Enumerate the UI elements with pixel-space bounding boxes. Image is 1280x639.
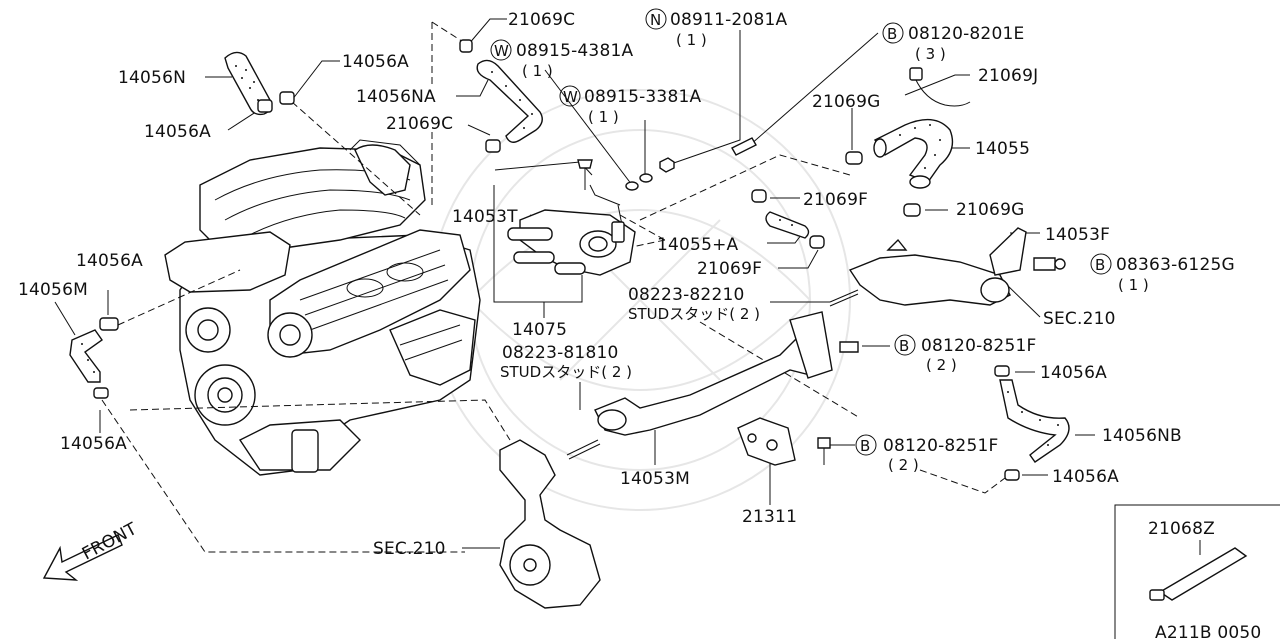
part-qty: ( 1 ) — [1118, 276, 1149, 294]
part-label: STUDスタッド( 2 ) — [500, 363, 632, 381]
part-label: 21069C — [386, 114, 453, 134]
part-label: 08120-8251F — [921, 336, 1036, 356]
part-label: 14056A — [1040, 363, 1107, 383]
part-label: 08120-8251F — [883, 436, 998, 456]
part-label: 14075 — [512, 320, 567, 340]
part-label: 21069F — [803, 190, 868, 210]
circled-prefixes: N W W B B B B — [490, 8, 1112, 456]
part-label: 14056A — [1052, 467, 1119, 487]
hoses-and-clamps — [69, 39, 1070, 609]
part-label: 21069C — [508, 10, 575, 30]
front-label: FRONT — [79, 519, 141, 565]
part-label: 14055 — [975, 139, 1030, 159]
part-label: STUDスタッド( 2 ) — [628, 305, 760, 323]
part-label: 14056NA — [356, 87, 436, 107]
part-label: 14056A — [342, 52, 409, 72]
engine-assembly — [164, 139, 481, 476]
part-label: 14056N — [118, 68, 186, 88]
part-label: 08223-82210 — [628, 285, 745, 305]
part-label: 21311 — [742, 507, 797, 527]
part-label: 08915-3381A — [584, 87, 701, 107]
circled-B-icon: B — [887, 25, 897, 43]
part-label: 21069G — [812, 92, 880, 112]
circled-B-icon: B — [1095, 256, 1105, 274]
part-qty: ( 1 ) — [522, 62, 553, 80]
part-label: SEC.210 — [1043, 309, 1116, 329]
part-qty: ( 1 ) — [588, 108, 619, 126]
part-label: 14053T — [452, 207, 518, 227]
part-label: 21069J — [978, 66, 1038, 86]
part-label: 14053F — [1045, 225, 1110, 245]
part-qty: ( 2 ) — [888, 456, 919, 474]
diagram-code: A211B 0050 — [1155, 623, 1261, 639]
circled-W-icon: W — [494, 42, 509, 60]
part-label: 08915-4381A — [516, 41, 633, 61]
part-qty: ( 1 ) — [676, 31, 707, 49]
part-qty: ( 3 ) — [915, 45, 946, 63]
part-label: 14053M — [620, 469, 690, 489]
part-label: 08363-6125G — [1116, 255, 1235, 275]
part-label: 08911-2081A — [670, 10, 787, 30]
inset-box — [1114, 504, 1280, 639]
circled-N-icon: N — [650, 11, 661, 29]
front-arrow-icon — [42, 534, 123, 581]
part-label: 14056M — [18, 280, 88, 300]
part-label: SEC.210 — [373, 539, 446, 559]
part-label: 14056A — [76, 251, 143, 271]
circled-W-icon: W — [563, 88, 578, 106]
part-label: 14055+A — [657, 235, 739, 255]
part-label: 21068Z — [1148, 519, 1215, 539]
watermark-seal — [429, 89, 851, 511]
part-label: 14056NB — [1102, 426, 1182, 446]
circled-B-icon: B — [860, 437, 870, 455]
part-label: 21069G — [956, 200, 1024, 220]
part-label: 08223-81810 — [502, 343, 619, 363]
part-labels: 21069C 08911-2081A ( 1 ) 08120-8201E ( 3… — [18, 10, 1261, 639]
part-label: 14056A — [144, 122, 211, 142]
part-label: 21069F — [697, 259, 762, 279]
part-label: 08120-8201E — [908, 24, 1024, 44]
part-label: 14056A — [60, 434, 127, 454]
part-qty: ( 2 ) — [926, 356, 957, 374]
circled-B-icon: B — [899, 337, 909, 355]
